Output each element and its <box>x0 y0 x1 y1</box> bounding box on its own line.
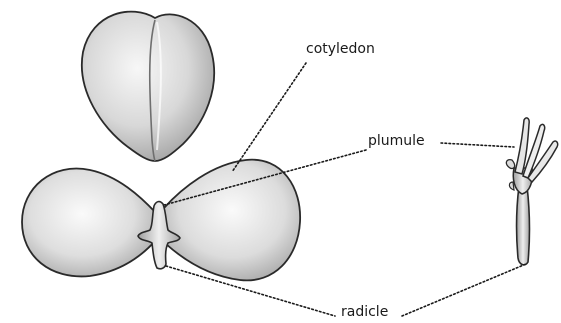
radicle-label: radicle <box>341 305 388 319</box>
right-cotyledon <box>164 160 300 281</box>
plumule-leader-embryo <box>441 143 514 147</box>
isolated-embryo <box>506 118 557 265</box>
plumule-label: plumule <box>368 134 425 148</box>
cotyledon-label: cotyledon <box>306 42 375 56</box>
radicle-leader-embryo <box>402 264 526 316</box>
cotyledon-leader <box>232 63 306 172</box>
whole-seed <box>82 12 214 161</box>
left-cotyledon <box>22 169 156 277</box>
